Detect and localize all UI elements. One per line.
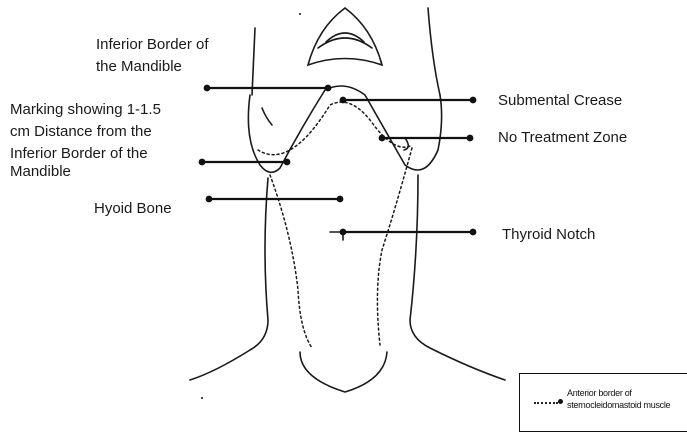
- dot-submental-end: [470, 97, 477, 104]
- dot-inferior-border-end: [325, 85, 332, 92]
- dot-thyroid-start: [340, 229, 347, 236]
- dot-hyoid-end: [337, 196, 344, 203]
- label-inferior-border-line1: Inferior Border of: [96, 34, 209, 56]
- marking-dotted-line: [258, 102, 412, 155]
- legend: Anterior border of sternocleidomastoid m…: [519, 373, 687, 432]
- dot-thyroid-end: [470, 229, 477, 236]
- nose-outline: [308, 8, 382, 65]
- label-marking-line3: Inferior Border of the: [10, 143, 161, 165]
- label-no-treatment-zone: No Treatment Zone: [498, 127, 627, 149]
- dot-no-treatment-end: [467, 135, 474, 142]
- jaw-inner-right: [404, 138, 408, 150]
- label-hyoid-bone: Hyoid Bone: [94, 198, 172, 220]
- label-thyroid-notch: Thyroid Notch: [502, 224, 595, 246]
- dot-submental-start: [340, 97, 347, 104]
- dot-inferior-border-start: [204, 85, 211, 92]
- face-left-side: [252, 28, 255, 95]
- legend-marker-dot: [558, 399, 563, 404]
- clavicle-notch: [300, 352, 387, 392]
- dot-hyoid-start: [206, 196, 213, 203]
- label-marking-line4: Mandible: [10, 165, 161, 179]
- scm-left-border: [270, 175, 312, 348]
- face-right-side: [428, 8, 440, 95]
- legend-dotted-line: [534, 402, 558, 404]
- label-inferior-border-line2: the Mandible: [96, 56, 209, 78]
- label-marking: Marking showing 1-1.5 cm Distance from t…: [10, 99, 161, 179]
- dot-no-treatment-start: [379, 135, 386, 142]
- dot-marking-end: [284, 159, 291, 166]
- legend-text: Anterior border of sternocleidomastoid m…: [567, 387, 687, 411]
- label-marking-line1: Marking showing 1-1.5: [10, 99, 161, 121]
- nose-inner-1: [318, 38, 372, 48]
- stray-dot: [299, 13, 301, 15]
- scm-right-border: [377, 148, 412, 345]
- dot-marking-start: [199, 159, 206, 166]
- label-inferior-border: Inferior Border of the Mandible: [96, 34, 209, 78]
- jaw-inner-left: [262, 108, 272, 125]
- label-submental-crease: Submental Crease: [498, 90, 622, 112]
- neck-right-outline: [410, 175, 505, 380]
- label-marking-line2: cm Distance from the: [10, 121, 161, 143]
- stray-dot: [201, 397, 203, 399]
- neck-left-outline: [190, 178, 268, 380]
